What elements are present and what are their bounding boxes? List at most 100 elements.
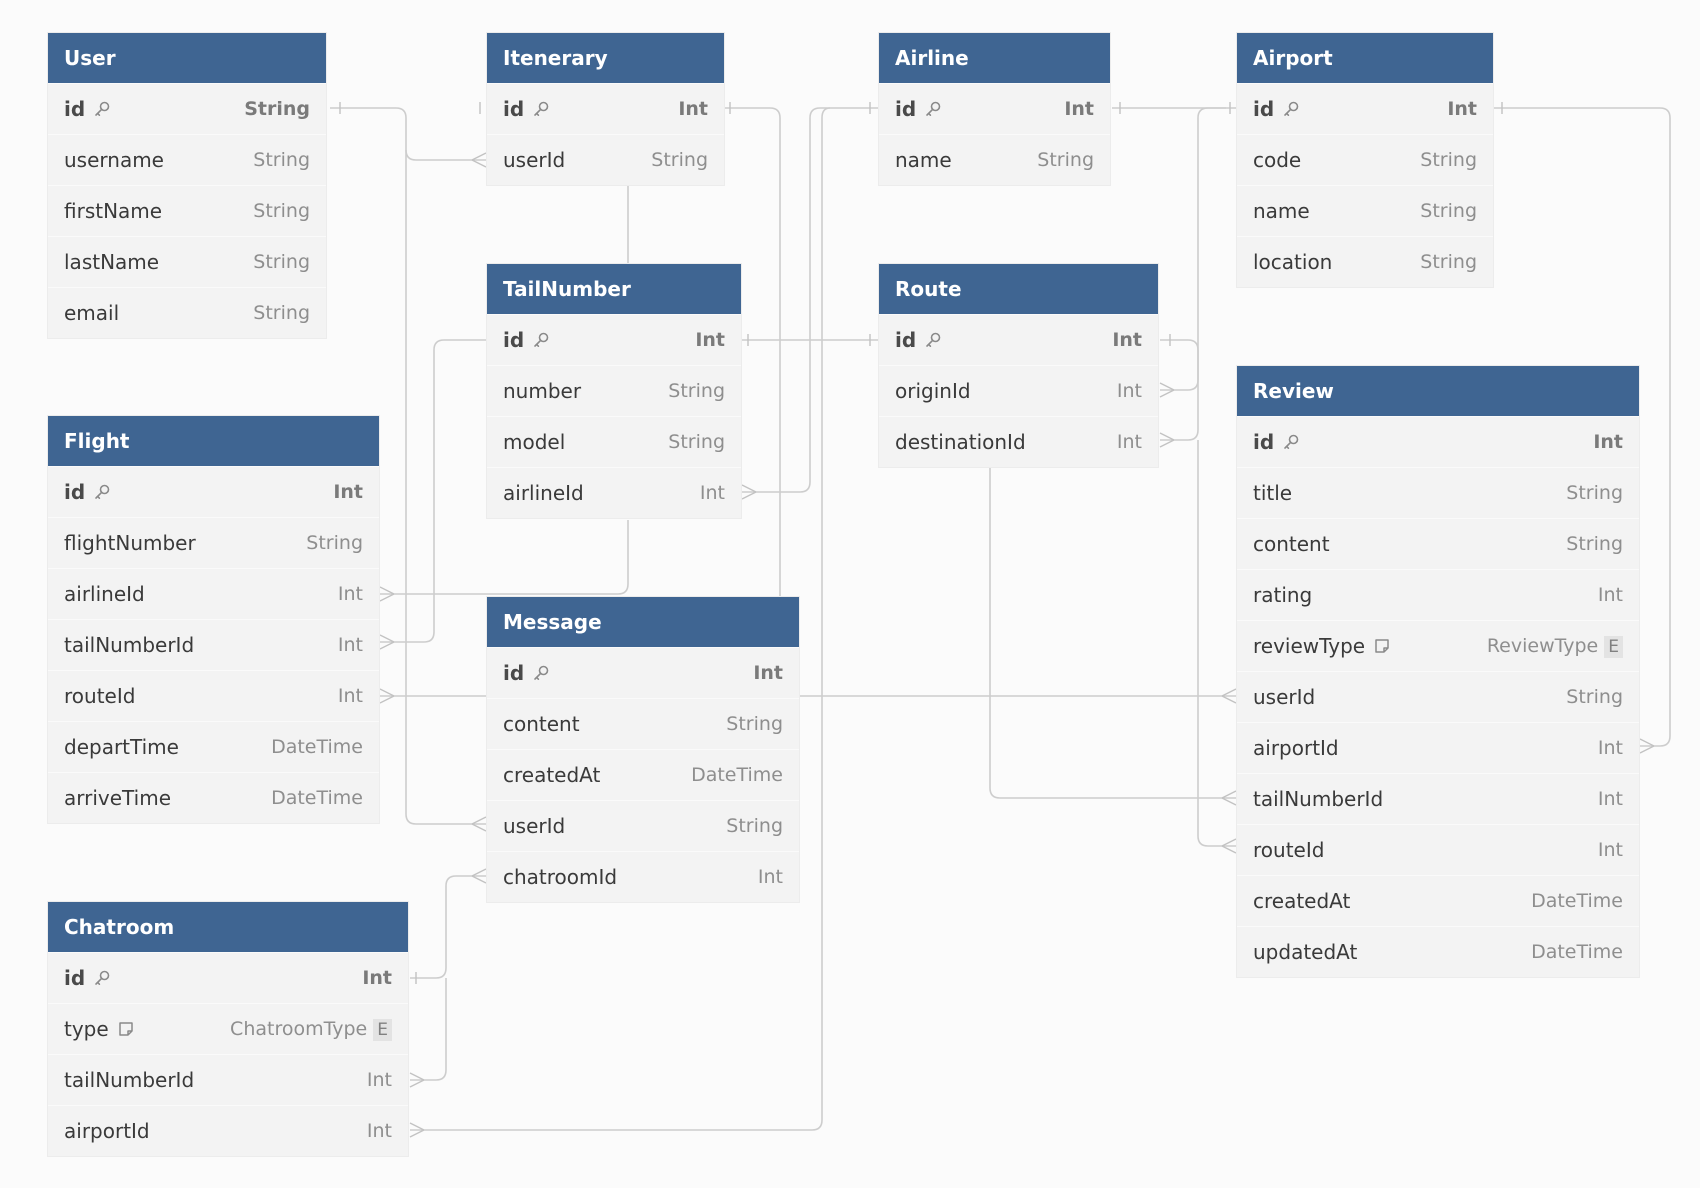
many-marker [379,688,395,704]
field-name: flightNumber [64,531,196,555]
table-header[interactable]: Airport [1237,33,1493,83]
many-marker [1221,790,1237,806]
table-header[interactable]: Flight [48,416,379,466]
field-name: id [503,661,525,685]
field-type-label: Int [753,662,783,684]
field-name: createdAt [503,763,601,787]
field-name: id [64,97,86,121]
field-type-label: Int [366,1069,392,1091]
field-row-depart-time[interactable]: departTime DateTime [48,721,379,772]
field-type-label: Int [1597,788,1623,810]
table-header[interactable]: Message [487,597,799,647]
field-type: Int [338,685,363,707]
table-header[interactable]: TailNumber [487,264,741,314]
field-type-label: String [726,815,783,837]
field-type-label: Int [337,634,363,656]
field-type-label: Int [1597,737,1623,759]
field-row-id[interactable]: id Int [487,647,799,698]
table-header[interactable]: Airline [879,33,1110,83]
enum-badge: E [373,1018,392,1041]
many-marker [471,816,487,832]
table-header[interactable]: Route [879,264,1158,314]
field-type: String [253,200,310,222]
field-type-label: Int [1597,839,1623,861]
field-type: DateTime [1531,941,1623,963]
table-header[interactable]: User [48,33,326,83]
key-icon [1282,433,1300,451]
field-type-label: DateTime [271,736,363,758]
field-name: id [503,328,525,352]
table-header[interactable]: Review [1237,366,1639,416]
many-marker [1221,688,1237,704]
field-type-label: String [668,431,725,453]
table-header[interactable]: Itenerary [487,33,724,83]
many-marker [1639,738,1655,754]
field-name: id [895,328,917,352]
field-name: name [895,148,952,172]
field-name: type [64,1017,109,1041]
field-name: departTime [64,735,179,759]
key-icon [924,100,942,118]
table-header[interactable]: Chatroom [48,902,408,952]
field-type: Int [700,482,725,504]
field-name: id [64,966,86,990]
many-marker [379,586,395,602]
